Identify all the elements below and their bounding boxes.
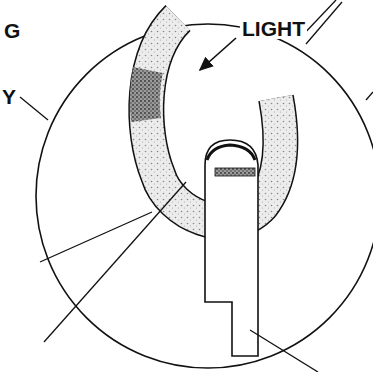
part-label: Y — [0, 86, 18, 107]
part-label: LIGHT — [240, 18, 307, 39]
part-label: G — [2, 20, 22, 41]
